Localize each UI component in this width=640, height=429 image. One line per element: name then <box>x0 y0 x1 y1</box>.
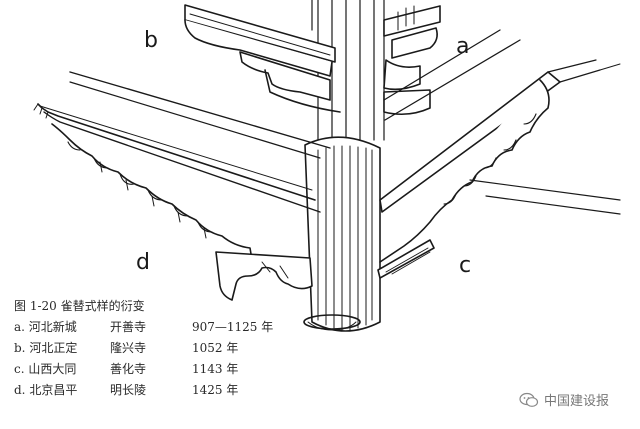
caption-row-place: b. 河北正定 <box>14 341 78 355</box>
label-d: d <box>136 250 150 275</box>
watermark-text: 中国建设报 <box>544 394 610 409</box>
caption-row-date: 1052 年 <box>192 341 239 355</box>
caption-title: 图 1-20 雀替式样的衍变 <box>14 299 145 313</box>
label-c: c <box>459 253 472 278</box>
watermark: 中国建设报 <box>519 390 609 409</box>
caption-row-place: d. 北京昌平 <box>14 383 78 397</box>
central-column <box>303 0 385 332</box>
caption-row-place: c. 山西大同 <box>14 362 77 376</box>
caption-row-building: 开善寺 <box>110 320 147 334</box>
caption-row-building: 明长陵 <box>110 383 147 397</box>
beam-b <box>184 4 341 113</box>
bracket-d <box>33 103 321 301</box>
label-a: a <box>456 34 470 59</box>
label-b: b <box>144 28 158 53</box>
caption-row-d: d. 北京昌平 明长陵 1425 年 <box>14 380 314 401</box>
caption-row-date: 907—1125 年 <box>192 320 274 334</box>
caption-row-date: 1425 年 <box>192 383 239 397</box>
caption-row-date: 1143 年 <box>192 362 239 376</box>
caption-row-building: 善化寺 <box>110 362 147 376</box>
bracket-c <box>377 59 621 279</box>
caption-row-c: c. 山西大同 善化寺 1143 年 <box>14 359 314 380</box>
wechat-icon <box>519 392 539 407</box>
caption-row-building: 隆兴寺 <box>110 341 147 355</box>
caption-row-b: b. 河北正定 隆兴寺 1052 年 <box>14 338 314 359</box>
beam-a <box>383 5 521 121</box>
caption-row-place: a. 河北新城 <box>14 320 77 334</box>
figure-caption: 图 1-20 雀替式样的衍变 a. 河北新城 开善寺 907—1125 年 b.… <box>14 296 314 401</box>
caption-row-a: a. 河北新城 开善寺 907—1125 年 <box>14 317 314 338</box>
beam-d-top-line <box>69 71 331 149</box>
